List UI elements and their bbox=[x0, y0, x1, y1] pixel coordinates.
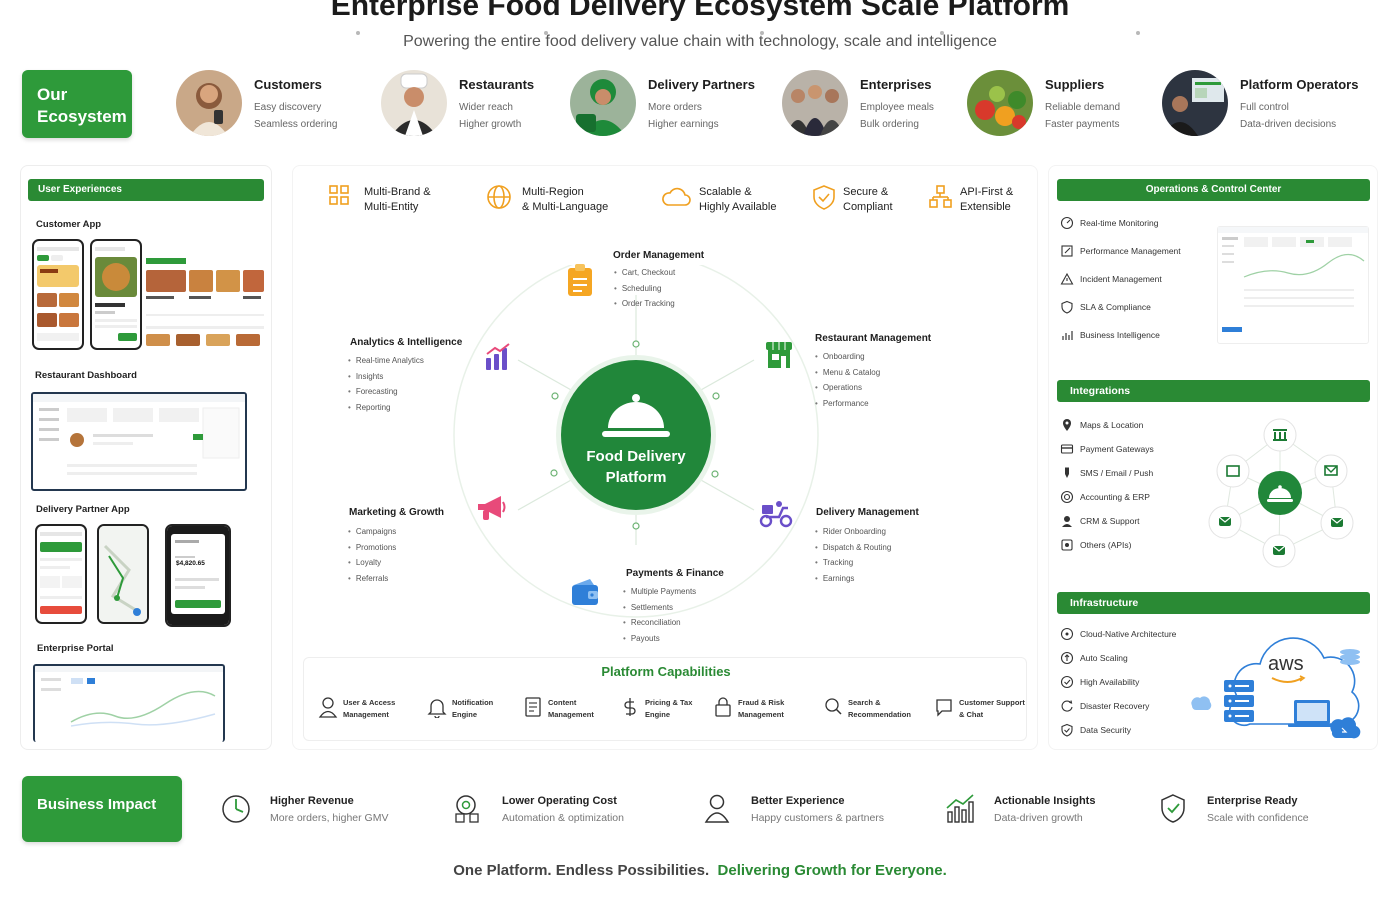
message-icon bbox=[1065, 467, 1069, 478]
shield-check-icon bbox=[813, 185, 835, 210]
customer-app-phone-1 bbox=[32, 239, 84, 350]
security-shield-icon bbox=[1061, 723, 1073, 737]
credit-card-icon bbox=[1060, 444, 1074, 454]
integrations-network bbox=[1208, 418, 1354, 568]
bar-chart-icon bbox=[486, 343, 510, 370]
chart-icon bbox=[1062, 331, 1073, 340]
settings-cycle-icon bbox=[1060, 627, 1074, 641]
order-management-list: Cart, Checkout Scheduling Order Tracking bbox=[614, 265, 675, 312]
customers-photo bbox=[176, 70, 242, 136]
delivery-partner-app-label: Delivery Partner App bbox=[36, 504, 130, 515]
enterprise-badge-icon bbox=[1161, 794, 1185, 823]
lock-icon bbox=[715, 697, 731, 717]
api-icon bbox=[1061, 539, 1073, 551]
document-icon bbox=[525, 697, 541, 717]
cloche-icon bbox=[602, 394, 670, 437]
page-title: Enterprise Food Delivery Ecosystem Scale… bbox=[330, 0, 1070, 22]
scooter-icon bbox=[759, 501, 793, 528]
user-icon bbox=[318, 697, 338, 718]
wallet-icon bbox=[572, 579, 598, 605]
separator-dot bbox=[760, 31, 764, 35]
separator-dot bbox=[1136, 31, 1140, 35]
customer-app-label: Customer App bbox=[36, 219, 102, 230]
chat-bubble-icon bbox=[936, 699, 952, 717]
delivery-app-phone-3: $4,820.65 bbox=[165, 524, 231, 627]
coin-icon bbox=[1060, 490, 1074, 504]
aws-label: aws bbox=[1268, 653, 1304, 675]
scale-up-icon bbox=[1060, 651, 1074, 665]
delivery-management-title: Delivery Management bbox=[816, 507, 919, 518]
cloud-icon bbox=[662, 187, 691, 206]
person-icon bbox=[704, 794, 730, 823]
page-subtitle: Powering the entire food delivery value … bbox=[403, 33, 997, 50]
clipboard-icon bbox=[568, 264, 592, 296]
marketing-growth-list: Campaigns Promotions Loyalty Referrals bbox=[348, 524, 396, 586]
api-blocks-icon bbox=[929, 185, 952, 208]
delivery-app-phone-2 bbox=[97, 524, 149, 624]
order-management-title: Order Management bbox=[613, 250, 705, 261]
operations-dashboard-screen bbox=[1217, 226, 1369, 344]
platform-capabilities-title: Platform Capabilities bbox=[601, 664, 731, 679]
restaurant-management-list: Onboarding Menu & Catalog Operations Per… bbox=[815, 349, 880, 411]
enterprise-portal-screen bbox=[33, 664, 225, 742]
payments-finance-title: Payments & Finance bbox=[626, 568, 724, 579]
globe-icon bbox=[487, 185, 511, 209]
customer-app-phone-2 bbox=[90, 239, 142, 350]
customer-app-web bbox=[146, 258, 264, 350]
availability-icon bbox=[1060, 675, 1074, 689]
recovery-icon bbox=[1061, 700, 1073, 712]
delivery-partners-photo bbox=[570, 70, 636, 136]
warning-icon bbox=[1060, 272, 1074, 285]
infrastructure-header: Infrastructure bbox=[1057, 592, 1370, 614]
integrations-header: Integrations bbox=[1057, 380, 1370, 402]
analytics-intelligence-title: Analytics & Intelligence bbox=[350, 337, 463, 348]
cost-gear-icon bbox=[455, 795, 479, 823]
suppliers-photo bbox=[967, 70, 1033, 136]
edit-doc-icon bbox=[1061, 245, 1073, 257]
enterprise-portal-label: Enterprise Portal bbox=[37, 643, 114, 654]
marketing-growth-title: Marketing & Growth bbox=[349, 507, 445, 518]
support-agent-icon bbox=[1062, 516, 1072, 527]
user-experiences-header: User Experiences bbox=[28, 179, 264, 201]
platform-operators-photo bbox=[1162, 70, 1228, 136]
ecosystem-badge: Our Ecosystem bbox=[22, 70, 132, 138]
earnings-amount: $4,820.65 bbox=[176, 560, 205, 567]
delivery-management-list: Rider Onboarding Dispatch & Routing Trac… bbox=[815, 524, 891, 586]
growth-chart-icon bbox=[946, 794, 974, 823]
restaurant-dashboard-label: Restaurant Dashboard bbox=[35, 370, 137, 381]
restaurant-management-title: Restaurant Management bbox=[815, 333, 932, 344]
separator-dot bbox=[940, 31, 944, 35]
cloud-infrastructure-illustration bbox=[1191, 637, 1361, 739]
enterprises-photo bbox=[782, 70, 848, 136]
gauge-icon bbox=[1060, 216, 1074, 230]
business-impact-badge: Business Impact bbox=[22, 776, 182, 842]
footer-tagline: One Platform. Endless Possibilities. Del… bbox=[453, 862, 947, 879]
payments-finance-list: Multiple Payments Settlements Reconcilia… bbox=[623, 584, 696, 646]
location-pin-icon bbox=[1063, 419, 1071, 431]
delivery-app-phone-1 bbox=[35, 524, 87, 624]
search-icon bbox=[825, 698, 842, 715]
restaurant-dashboard-screen bbox=[31, 392, 247, 491]
revenue-clock-icon bbox=[222, 795, 250, 823]
separator-dot bbox=[544, 31, 548, 35]
restaurants-photo bbox=[381, 70, 447, 136]
dollar-tag-icon bbox=[624, 698, 636, 716]
shield-icon bbox=[1061, 300, 1073, 314]
multi-brand-icon bbox=[329, 185, 349, 205]
operations-header: Operations & Control Center bbox=[1057, 179, 1370, 201]
megaphone-icon bbox=[478, 496, 506, 520]
analytics-intelligence-list: Real-time Analytics Insights Forecasting… bbox=[348, 353, 424, 415]
separator-dot bbox=[356, 31, 360, 35]
bell-icon bbox=[427, 699, 447, 718]
store-icon bbox=[766, 342, 792, 368]
